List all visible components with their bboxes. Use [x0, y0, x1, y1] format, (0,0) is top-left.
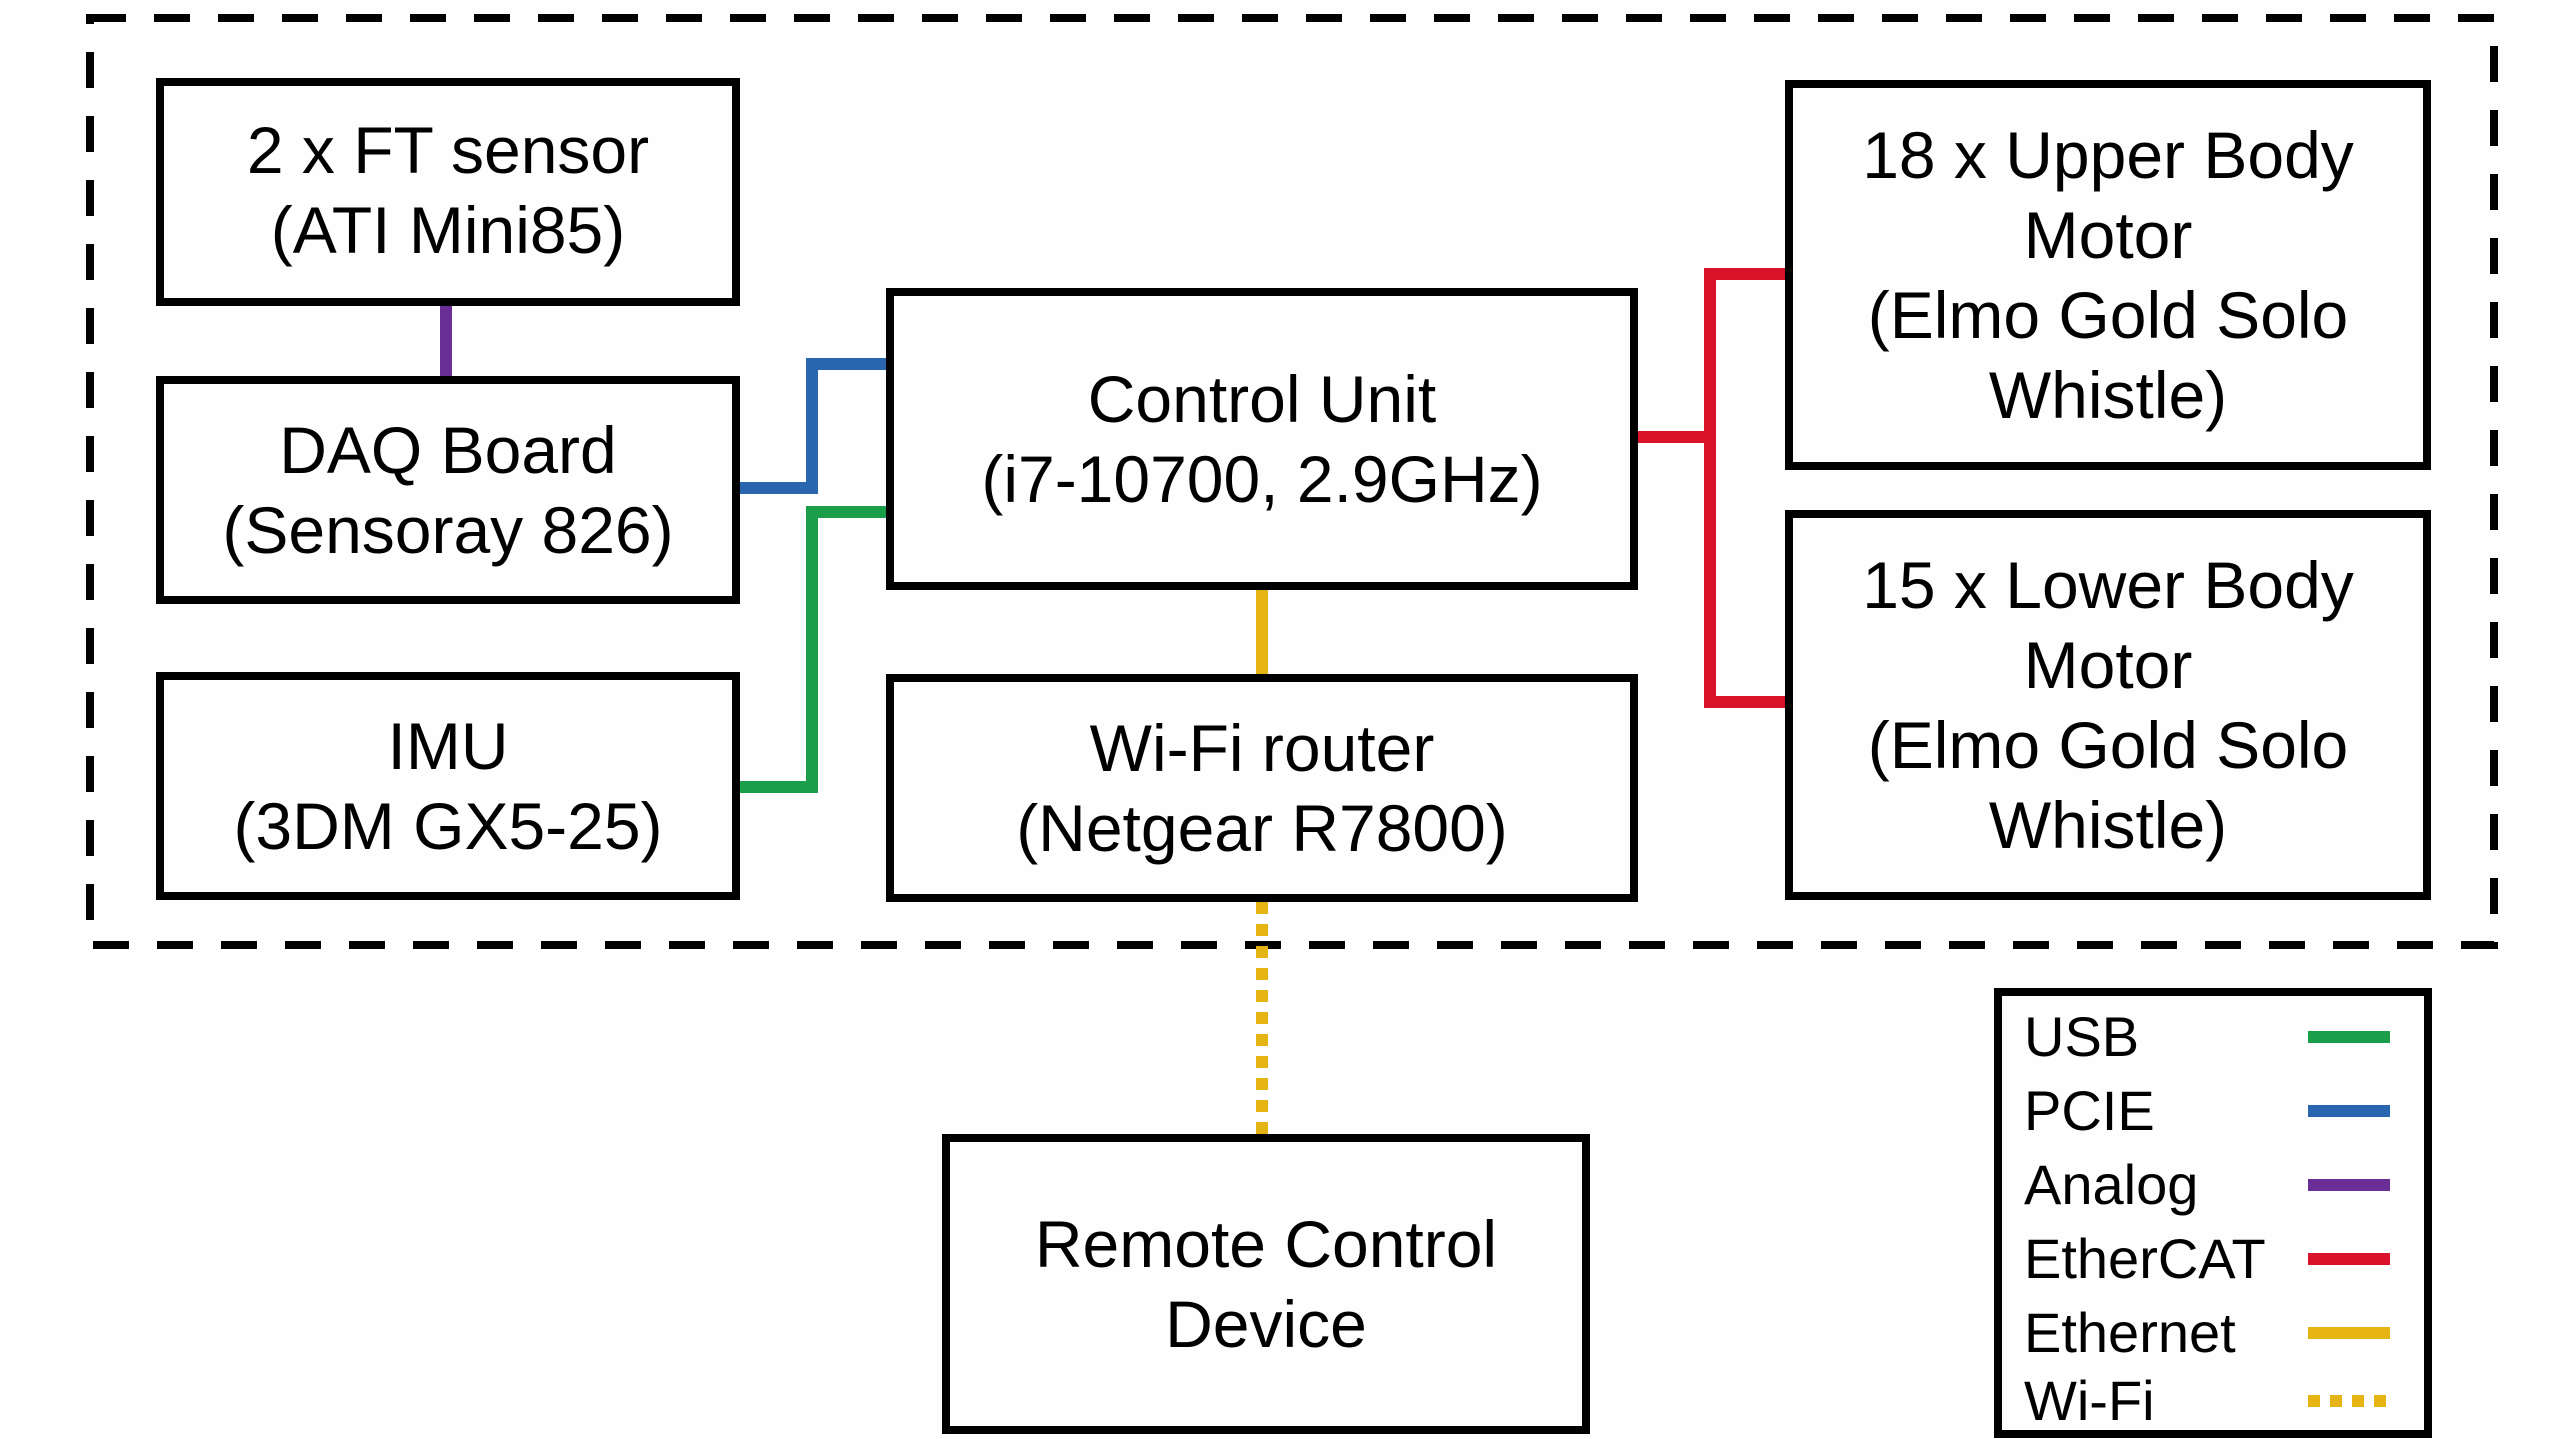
- node-sublabel: (Elmo Gold Solo: [1867, 708, 2349, 782]
- legend-label: USB: [2024, 1005, 2140, 1068]
- node-sublabel: (ATI Mini85): [270, 193, 626, 267]
- node-lower-body-motor: 15 x Lower Body Motor (Elmo Gold Solo Wh…: [1785, 510, 2431, 900]
- node-daq-board: DAQ Board (Sensoray 826): [156, 376, 740, 604]
- node-sublabel: (3DM GX5-25): [233, 789, 663, 863]
- legend-label: EtherCAT: [2024, 1227, 2266, 1290]
- legend-item-usb: USB: [2024, 1000, 2404, 1074]
- legend-item-ethernet: Ethernet: [2024, 1296, 2404, 1370]
- node-label: 15 x Lower Body: [1862, 548, 2354, 622]
- node-label: Control Unit: [1087, 362, 1437, 436]
- node-label: Motor: [2023, 198, 2193, 272]
- legend-label: Wi-Fi: [2024, 1369, 2155, 1432]
- node-ft-sensor: 2 x FT sensor (ATI Mini85): [156, 78, 740, 306]
- node-remote-control-device: Remote Control Device: [942, 1134, 1590, 1434]
- node-label: IMU: [387, 709, 509, 783]
- node-sublabel: Whistle): [1988, 358, 2228, 432]
- node-label: 18 x Upper Body: [1862, 118, 2354, 192]
- legend-swatch: [2308, 1253, 2390, 1265]
- node-label: Motor: [2023, 628, 2193, 702]
- legend: USB PCIE Analog EtherCAT Ethernet Wi-Fi: [1994, 988, 2432, 1438]
- node-sublabel: (Elmo Gold Solo: [1867, 278, 2349, 352]
- legend-swatch: [2308, 1179, 2390, 1191]
- node-wifi-router: Wi-Fi router (Netgear R7800): [886, 674, 1638, 902]
- edge-ethercat-control-unit-to-upper-motor: [1638, 268, 1785, 443]
- node-label: Device: [1165, 1287, 1367, 1361]
- legend-label: PCIE: [2024, 1079, 2155, 1142]
- legend-label: Ethernet: [2024, 1301, 2236, 1364]
- legend-swatch: [2308, 1327, 2390, 1339]
- node-upper-body-motor: 18 x Upper Body Motor (Elmo Gold Solo Wh…: [1785, 80, 2431, 470]
- node-sublabel: (i7-10700, 2.9GHz): [981, 442, 1543, 516]
- node-label: DAQ Board: [279, 413, 617, 487]
- node-control-unit: Control Unit (i7-10700, 2.9GHz): [886, 288, 1638, 590]
- node-label: 2 x FT sensor: [246, 113, 650, 187]
- legend-item-analog: Analog: [2024, 1148, 2404, 1222]
- node-sublabel: (Netgear R7800): [1016, 791, 1508, 865]
- node-sublabel: (Sensoray 826): [222, 493, 674, 567]
- legend-item-ethercat: EtherCAT: [2024, 1222, 2404, 1296]
- legend-swatch: [2308, 1395, 2390, 1407]
- node-label: Wi-Fi router: [1089, 711, 1435, 785]
- edge-usb-imu-to-control-unit: [740, 506, 886, 793]
- legend-label: Analog: [2024, 1153, 2199, 1216]
- node-label: Remote Control: [1034, 1207, 1498, 1281]
- edge-ethercat-control-unit-to-lower-motor: [1704, 437, 1785, 708]
- node-sublabel: Whistle): [1988, 788, 2228, 862]
- edge-pcie-daq-board-to-control-unit: [740, 358, 886, 494]
- node-imu: IMU (3DM GX5-25): [156, 672, 740, 900]
- legend-swatch: [2308, 1031, 2390, 1043]
- legend-item-wifi: Wi-Fi: [2024, 1364, 2404, 1438]
- legend-item-pcie: PCIE: [2024, 1074, 2404, 1148]
- legend-swatch: [2308, 1105, 2390, 1117]
